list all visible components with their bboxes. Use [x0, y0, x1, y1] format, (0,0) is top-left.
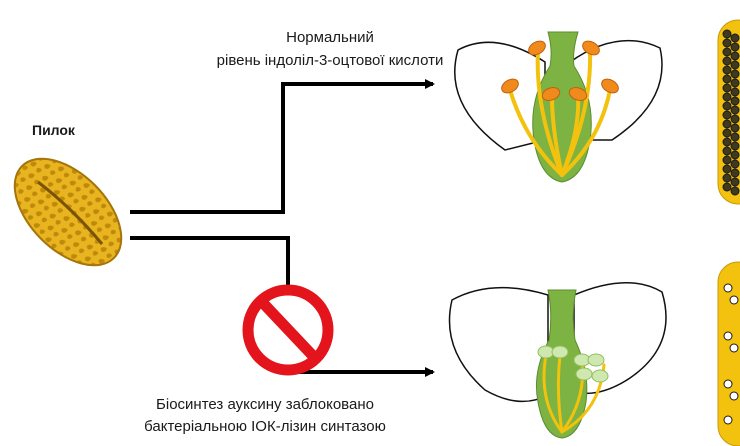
pollen-tube-dot [731, 187, 739, 195]
pollen-tube-dot [723, 165, 731, 173]
normal-auxin-caption-line2: рівень індоліл-3-оцтової кислоти [205, 49, 455, 72]
pollen-tube-dot [723, 39, 731, 47]
no-entry-icon [248, 290, 328, 370]
pollen-tube-dot [731, 169, 739, 177]
pollen-tube-dot [731, 43, 739, 51]
pollen-tube-dot [731, 178, 739, 186]
pollen-tube-dot [730, 392, 738, 400]
pollen-tube-dot [723, 48, 731, 56]
pollen-tube-dot [731, 106, 739, 114]
pollen-tube-dot [723, 183, 731, 191]
pollen-tube-dot [723, 30, 731, 38]
pollen-tube-dot [731, 124, 739, 132]
pollen-tube-dot [723, 156, 731, 164]
normal-auxin-caption-line1: Нормальний [205, 26, 455, 49]
pollen-tube-dot [730, 296, 738, 304]
pollen-tube-dot [724, 284, 732, 292]
pollen-tube-dot [724, 380, 732, 388]
blocked-auxin-caption: Біосинтез ауксину заблоковано бактеріаль… [115, 394, 415, 438]
pollen-grain-icon [0, 139, 141, 285]
pollen-tube-dot [731, 52, 739, 60]
pollen-tube-dot [723, 93, 731, 101]
pollen-tube-dot [731, 34, 739, 42]
pollen-tube-dot [724, 332, 732, 340]
pollen-tube-dot [723, 102, 731, 110]
top-branch-line [130, 84, 433, 212]
pollen-tube-dot [723, 129, 731, 137]
pollen-tube-dot [731, 142, 739, 150]
pollen-tube-dot [731, 61, 739, 69]
pollen-tube-dot [731, 97, 739, 105]
pollen-tube-dot [730, 344, 738, 352]
pollen-tube-dot [723, 75, 731, 83]
pollen-tube-dot [723, 174, 731, 182]
blocked-auxin-caption-line2: бактеріальною ІОК-лізин синтазою [115, 416, 415, 438]
pollen-label: Пилок [32, 122, 75, 138]
pollen-tube-dot [723, 84, 731, 92]
flower-normal-icon [455, 32, 662, 182]
pollen-tube-dot [724, 416, 732, 424]
pollen-tube-dot [723, 120, 731, 128]
pollen-tube-dot [731, 70, 739, 78]
blocked-auxin-caption-line1: Біосинтез ауксину заблоковано [115, 394, 415, 416]
pollen-tube-dot [731, 151, 739, 159]
pollen-tube-dot [731, 160, 739, 168]
pollen-tube-dot [723, 147, 731, 155]
pollen-tube-dot [731, 79, 739, 87]
pollen-tube-dot [731, 115, 739, 123]
pollen-tube-dot [723, 111, 731, 119]
flower-blocked-icon [449, 283, 666, 438]
pollen-tube-dot [723, 138, 731, 146]
pollen-tube-dot [723, 57, 731, 65]
pollen-tube-normal [718, 20, 740, 204]
pollen-tube-dot [731, 88, 739, 96]
normal-auxin-caption: Нормальний рівень індоліл-3-оцтової кисл… [205, 26, 455, 72]
pollen-tube-dot [731, 133, 739, 141]
pollen-tube-dot [723, 66, 731, 74]
pollen-tube-blocked [718, 262, 740, 446]
